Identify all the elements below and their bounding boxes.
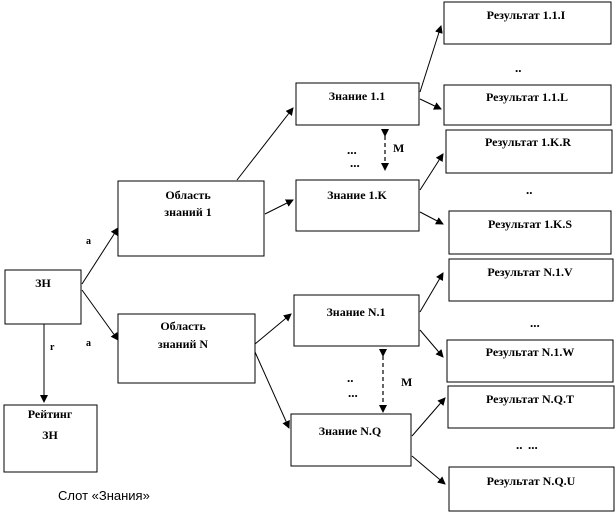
edge-zn-areaN xyxy=(81,289,119,341)
edge-k1K-r1KR xyxy=(419,153,444,191)
node-areaN-label-2: знаний N xyxy=(158,337,208,351)
node-r1KS-label: Результат 1.K.S xyxy=(488,217,572,231)
node-rating: Рейтинг ЗН xyxy=(3,404,98,473)
edge-label-m-top: M xyxy=(393,141,404,155)
edge-k11-r11I xyxy=(419,25,443,93)
node-rNQU: Результат N.Q.U xyxy=(448,466,615,512)
ellipsis-7: ... xyxy=(348,385,358,400)
node-r1KR: Результат 1.K.R xyxy=(445,129,613,174)
node-r11L: Результат 1.1.L xyxy=(443,84,612,126)
ellipsis-5: ... xyxy=(530,315,540,330)
node-k11: Знание 1.1 xyxy=(295,82,420,126)
edge-kNQ-rNQU xyxy=(411,455,446,485)
node-rN1V: Результат N.1.V xyxy=(448,258,614,302)
node-rN1W-label: Результат N.1.W xyxy=(486,345,575,359)
node-rN1V-label: Результат N.1.V xyxy=(487,265,573,279)
edge-label-a-bottom: a xyxy=(86,338,91,349)
edge-areaN-kNQ xyxy=(254,351,290,429)
node-area1-label-2: знаний 1 xyxy=(164,205,211,219)
node-area1-label-1: Область xyxy=(165,188,211,202)
node-k1K: Знание 1.K xyxy=(295,179,420,232)
edges xyxy=(40,25,446,485)
edge-kNQ-rNQT xyxy=(411,397,446,437)
edge-area1-k11 xyxy=(236,107,294,181)
node-kNQ-label: Знание N.Q xyxy=(319,424,381,438)
edge-area1-k1K xyxy=(264,199,294,215)
edge-zn-area1 xyxy=(81,227,119,285)
node-rating-label-1: Рейтинг xyxy=(28,407,73,421)
edge-kN1-rN1V xyxy=(419,272,444,313)
edge-label-m-bottom: M xyxy=(401,375,412,389)
node-zn: ЗН xyxy=(4,269,82,325)
node-areaN-label-1: Область xyxy=(160,319,206,333)
edge-kN1-rN1W xyxy=(419,329,444,358)
ellipsis-6: .. xyxy=(347,370,354,385)
node-rating-label-2: ЗН xyxy=(42,428,58,442)
diagram-caption: Слот «Знания» xyxy=(58,488,150,503)
node-kN1-label: Знание N.1 xyxy=(326,305,385,319)
node-r1KR-label: Результат 1.K.R xyxy=(485,135,571,149)
edge-k1K-r1KS xyxy=(419,211,444,225)
ellipsis-1: .. xyxy=(515,60,522,75)
node-k1K-label: Знание 1.K xyxy=(327,188,387,202)
ellipsis-3: ... xyxy=(350,155,360,170)
node-r11L-label: Результат 1.1.L xyxy=(486,90,568,104)
edge-label-a-top: a xyxy=(86,236,91,247)
node-rNQT: Результат N.Q.T xyxy=(447,385,615,429)
ellipsis-2: ... xyxy=(347,142,357,157)
ellipsis-8: .. xyxy=(516,437,523,452)
node-rNQU-label: Результат N.Q.U xyxy=(487,474,576,488)
node-rN1W: Результат N.1.W xyxy=(446,339,614,383)
node-kN1: Знание N.1 xyxy=(293,294,420,347)
node-areaN: Область знаний N xyxy=(117,313,256,384)
node-zn-label: ЗН xyxy=(35,276,51,290)
node-kNQ: Знание N.Q xyxy=(290,413,412,467)
node-k11-label: Знание 1.1 xyxy=(329,89,385,103)
node-r11I: Результат 1.1.I xyxy=(443,1,612,45)
edge-areaN-kN1 xyxy=(254,313,292,345)
node-r1KS: Результат 1.K.S xyxy=(448,210,612,255)
edge-label-r: r xyxy=(50,342,55,353)
node-rNQT-label: Результат N.Q.T xyxy=(486,392,574,406)
edge-k11-r11L xyxy=(419,98,442,110)
ellipsis-4: .. xyxy=(526,182,533,197)
node-r11I-label: Результат 1.1.I xyxy=(487,8,566,22)
ellipsis-9: ... xyxy=(528,437,538,452)
node-area1: Область знаний 1 xyxy=(117,180,265,257)
